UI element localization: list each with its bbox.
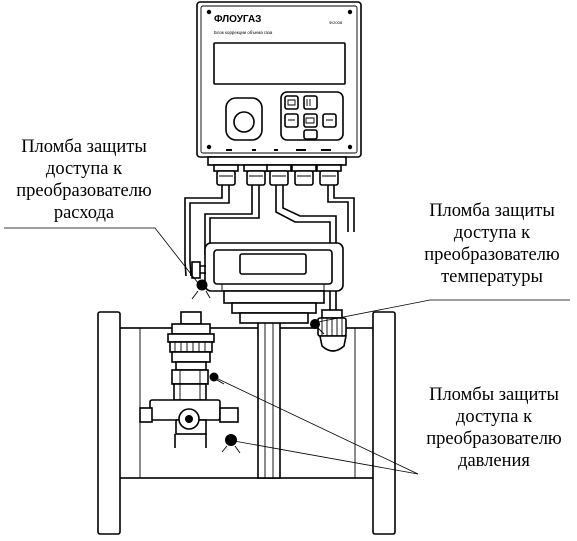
label-temp-line2: доступа к bbox=[454, 223, 530, 243]
label-pressure-line3: преобразователю bbox=[426, 429, 562, 449]
label-temp-line3: преобразователю bbox=[424, 245, 560, 265]
label-temperature-seal: Пломба защиты доступа к преобразователю … bbox=[424, 201, 560, 287]
rotary-knob bbox=[225, 97, 263, 141]
flow-transducer-housing bbox=[191, 242, 344, 324]
seals bbox=[191, 279, 325, 454]
label-temp-line4: температуры bbox=[441, 267, 543, 287]
temperature-sensor bbox=[317, 309, 347, 352]
temperature-seal bbox=[310, 319, 320, 329]
label-pressure-line2: доступа к bbox=[456, 407, 532, 427]
outlet-flange bbox=[372, 311, 396, 535]
label-flow-line4: расхода bbox=[54, 203, 114, 223]
inlet-flange bbox=[97, 311, 121, 535]
device-subtitle: Блок коррекции объема газа bbox=[214, 30, 273, 35]
label-pressure-line4: давления bbox=[458, 451, 530, 471]
device-model: Ф/2008 bbox=[329, 20, 343, 25]
pressure-seal-lower bbox=[225, 434, 237, 446]
device-brand: ФЛОУГАЗ bbox=[214, 14, 261, 25]
flow-seal bbox=[196, 279, 208, 291]
mounting-screws bbox=[206, 9, 353, 150]
pressure-transducer bbox=[139, 311, 239, 448]
label-temp-line1: Пломба защиты bbox=[429, 201, 555, 221]
lcd-display bbox=[213, 42, 346, 85]
corrector-unit: ФЛОУГАЗ Ф/2008 Блок коррекции объема газ… bbox=[196, 1, 362, 158]
label-pressure-seals: Пломбы защиты доступа к преобразователю … bbox=[426, 385, 562, 471]
label-flow-line1: Пломба защиты bbox=[21, 137, 147, 157]
pressure-seal-upper bbox=[209, 372, 219, 382]
pipe-body bbox=[97, 311, 396, 535]
label-flow-seal: Пломба защиты доступа к преобразователю … bbox=[16, 137, 152, 223]
leader-lines bbox=[4, 227, 570, 475]
label-flow-line2: доступа к bbox=[46, 159, 122, 179]
connector-labels bbox=[226, 149, 331, 151]
label-pressure-line1: Пломбы защиты bbox=[429, 385, 559, 405]
label-flow-line3: преобразователю bbox=[16, 181, 152, 201]
cable-glands bbox=[207, 156, 347, 186]
keypad bbox=[280, 91, 344, 141]
